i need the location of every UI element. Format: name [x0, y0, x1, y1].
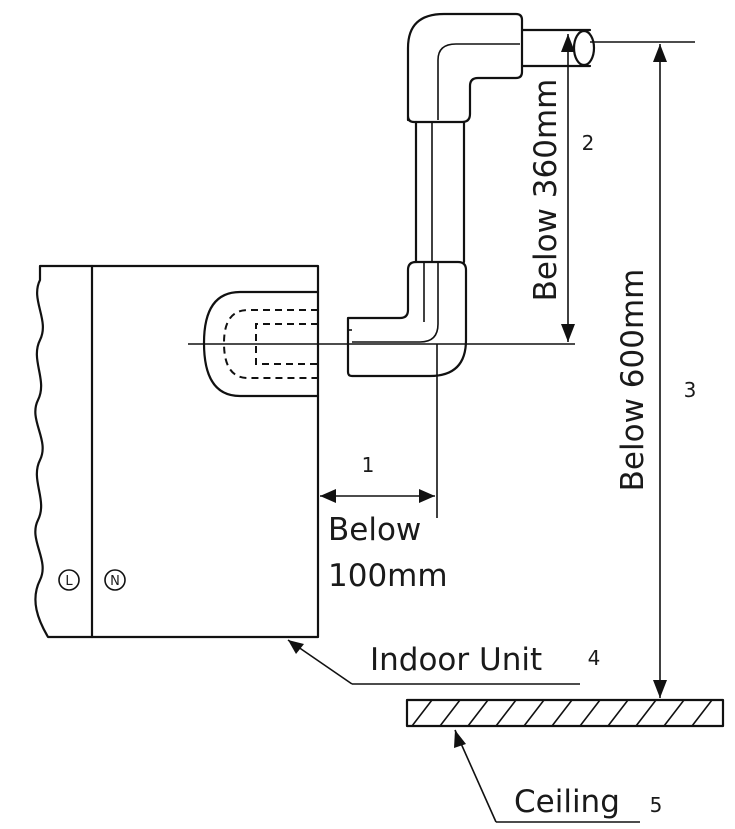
terminal-l-icon: L	[58, 569, 80, 591]
dimension-600mm	[590, 41, 695, 698]
label-2: 2	[582, 131, 595, 155]
label-below-100mm-line2: 100mm	[328, 558, 448, 594]
label-1: 1	[362, 453, 375, 477]
terminal-n-icon: N	[104, 569, 126, 591]
ceiling-leader	[454, 729, 640, 823]
label-indoor-unit: Indoor Unit	[370, 642, 542, 678]
svg-text:N: N	[110, 574, 120, 589]
lower-elbow	[346, 260, 468, 378]
indoor-unit	[34, 264, 320, 639]
dimension-100mm	[317, 344, 438, 518]
pipe-outlet	[202, 290, 320, 398]
label-5: 5	[650, 793, 663, 817]
upper-elbow	[406, 12, 596, 124]
ceiling	[405, 698, 725, 728]
dimension-360mm	[561, 34, 575, 342]
label-ceiling: Ceiling	[514, 784, 620, 820]
svg-text:L: L	[65, 574, 73, 589]
riser-pipe	[414, 120, 466, 264]
indoor-unit-leader	[287, 639, 580, 685]
label-3: 3	[684, 378, 697, 402]
label-below-600mm: Below 600mm	[615, 269, 651, 492]
label-4: 4	[588, 646, 601, 670]
label-below-100mm-line1: Below	[328, 512, 421, 548]
label-below-360mm: Below 360mm	[528, 79, 564, 302]
